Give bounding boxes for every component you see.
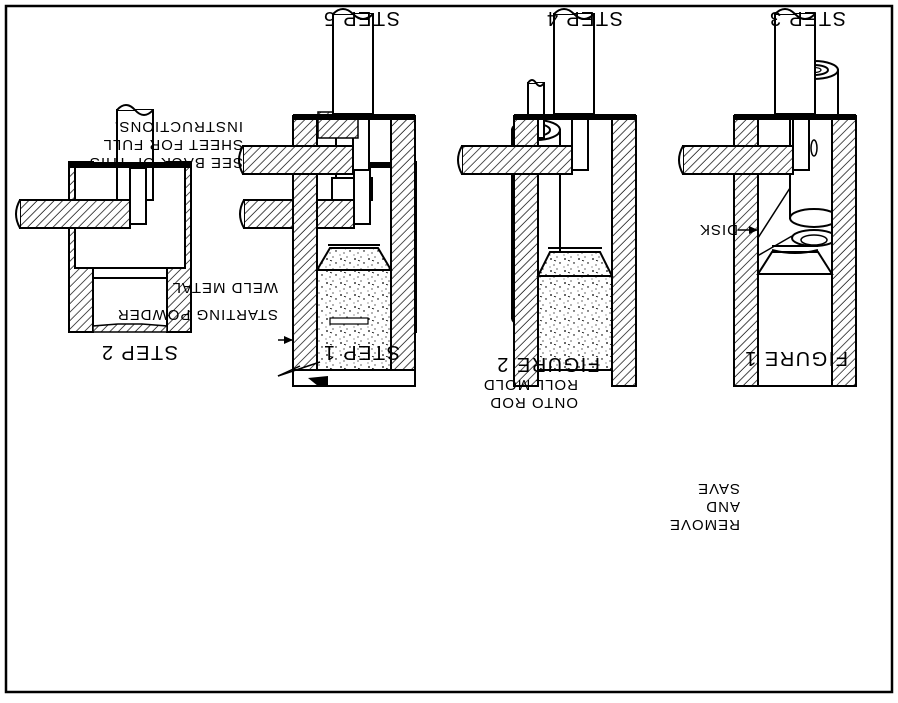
roll-mold-label-line-2: ONTO ROD <box>489 394 578 411</box>
figure-1-label: FIGURE 1 <box>744 347 848 369</box>
step-4-mold <box>457 8 637 387</box>
step-2-label: STEP 2 <box>100 341 178 363</box>
see-back-note-line-3: INSTRUCTIONS. <box>113 118 243 135</box>
step-4-label: STEP 4 <box>545 7 623 29</box>
remove-label-line-3: SAVE <box>697 480 740 497</box>
step-2-mold <box>15 104 192 333</box>
roll-mold-label-line-1: ROLL MOLD <box>483 376 578 393</box>
remove-label-line-2: AND <box>705 498 740 515</box>
sheet-border <box>4 4 894 694</box>
step-1-label: STEP 1 <box>322 341 400 363</box>
step-3-mold <box>678 8 857 387</box>
see-back-note-line-1: SEE BACK OF THIS <box>89 154 243 171</box>
remove-label-line-1: REMOVE <box>669 516 740 533</box>
step-5-label: STEP 5 <box>322 7 400 29</box>
weld-metal-label: WELD METAL <box>172 279 278 296</box>
step-5-mold <box>238 8 416 387</box>
see-back-note-line-2: SHEET FOR FULL <box>103 136 243 153</box>
disk-label: DISK <box>699 221 738 238</box>
step-3-label: STEP 3 <box>768 7 846 29</box>
figure-2-label: FIGURE 2 <box>496 353 600 375</box>
starting-powder-label: STARTING POWDER <box>117 306 278 323</box>
